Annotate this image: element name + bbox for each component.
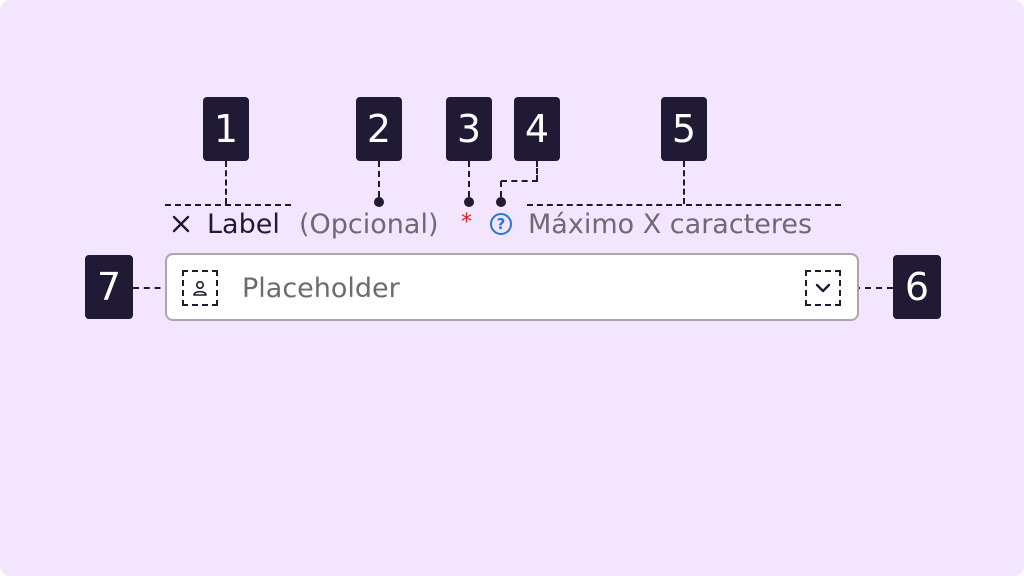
field-label: Label — [207, 208, 280, 240]
connector-4-dot — [496, 197, 506, 207]
connector-5 — [683, 161, 685, 204]
close-icon[interactable] — [169, 205, 193, 243]
callout-5: 5 — [661, 97, 707, 161]
connector-1 — [225, 161, 227, 204]
callout-4: 4 — [514, 97, 560, 161]
select-field[interactable] — [165, 253, 859, 321]
connector-1-bracket — [165, 204, 291, 206]
connector-5-bracket — [527, 204, 841, 206]
connector-3-dot — [464, 197, 474, 207]
chevron-down-icon — [815, 282, 831, 294]
connector-6 — [843, 287, 893, 289]
leading-icon-slot — [182, 270, 218, 306]
character-limit-hint: Máximo X caracteres — [528, 208, 813, 240]
field-placeholder: Placeholder — [242, 272, 400, 304]
help-icon[interactable]: ? — [487, 205, 515, 243]
connector-7 — [133, 287, 182, 289]
connector-4-elbow — [501, 180, 538, 182]
required-asterisk: * — [461, 209, 472, 235]
callout-3: 3 — [446, 97, 492, 161]
callout-6: 6 — [893, 255, 941, 319]
callout-7: 7 — [85, 255, 133, 319]
person-icon — [191, 279, 209, 297]
connector-2-dot — [374, 197, 384, 207]
callout-2: 2 — [356, 97, 402, 161]
dropdown-toggle[interactable] — [805, 270, 841, 306]
connector-4 — [536, 161, 538, 181]
connector-2 — [378, 161, 380, 197]
help-circle: ? — [490, 213, 512, 235]
callout-1: 1 — [203, 97, 249, 161]
connector-3 — [468, 161, 470, 197]
optional-text: (Opcional) — [299, 208, 439, 240]
connector-4-drop — [500, 181, 502, 197]
